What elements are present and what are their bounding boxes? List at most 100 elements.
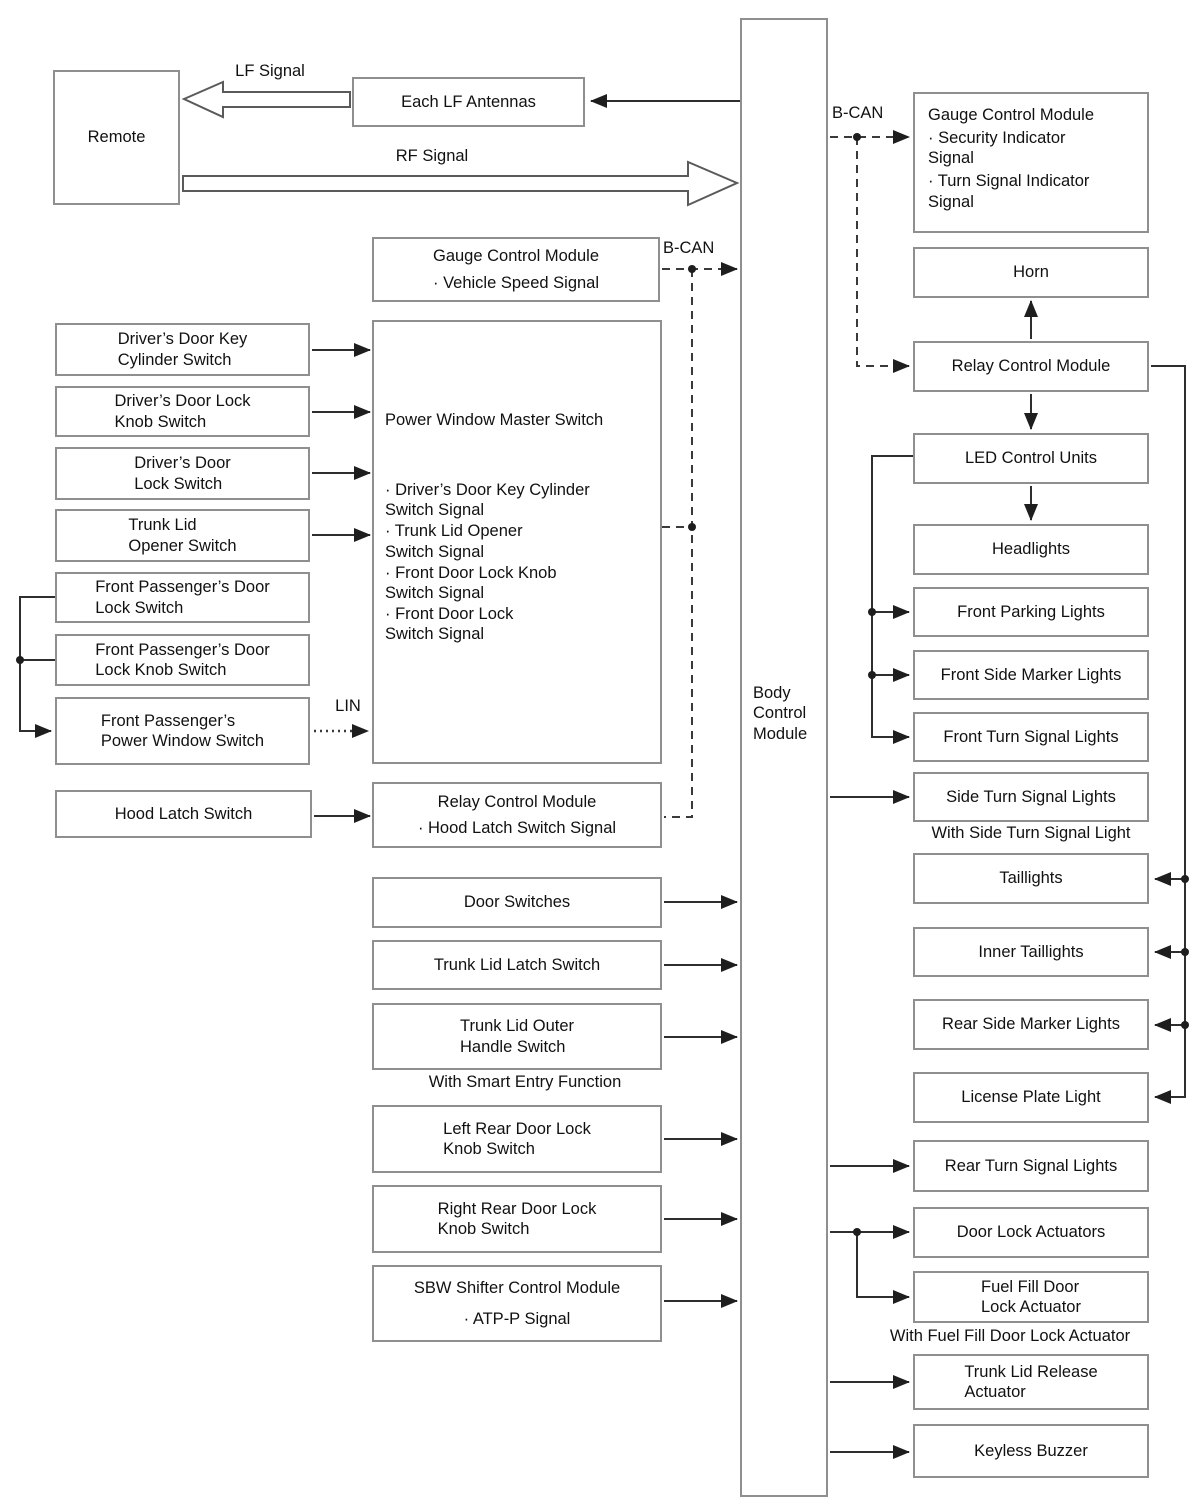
relay-control-module-hood-box: Relay Control Module · Hood Latch Switch… [372, 782, 662, 848]
wire-bcan-right-vertical [856, 137, 910, 373]
rear-turn-signal-lights-label: Rear Turn Signal Lights [944, 1156, 1118, 1175]
front-passenger-door-lock-switch-box: Front Passenger’s Door Lock Switch [55, 572, 310, 623]
led-control-units-label: LED Control Units [964, 449, 1098, 468]
fuel-fill-door-lock-actuator-box: Fuel Fill Door Lock Actuator [913, 1271, 1149, 1323]
wire-bcan-mid-vertical [664, 269, 693, 818]
front-turn-signal-lights-label: Front Turn Signal Lights [943, 727, 1119, 746]
driver-door-lock-knob-switch-box: Driver’s Door Lock Knob Switch [55, 386, 310, 437]
taillights-label: Taillights [999, 869, 1063, 888]
headlights-box: Headlights [913, 524, 1149, 575]
wire-rear-rail [1151, 365, 1186, 1104]
front-turn-signal-lights-box: Front Turn Signal Lights [913, 712, 1149, 762]
gauge-indicators-bullet-2: · Turn Signal Indicator Signal [928, 172, 1090, 211]
trunk-lid-opener-switch-label: Trunk Lid Opener Switch [128, 516, 237, 555]
b-can-mid-label: B-CAN [663, 239, 715, 257]
pwms-bullet-4: · Front Door Lock Switch Signal [385, 604, 514, 643]
each-lf-antennas-label: Each LF Antennas [401, 92, 536, 111]
sbw-shifter-title: SBW Shifter Control Module [413, 1279, 621, 1298]
trunk-lid-release-actuator-label: Trunk Lid Release Actuator [964, 1362, 1098, 1401]
license-plate-light-box: License Plate Light [913, 1072, 1149, 1123]
each-lf-antennas-box: Each LF Antennas [352, 77, 585, 127]
inner-taillights-label: Inner Taillights [978, 942, 1084, 961]
keyless-buzzer-box: Keyless Buzzer [913, 1424, 1149, 1478]
gauge-control-module-speed-box: Gauge Control Module · Vehicle Speed Sig… [372, 237, 660, 302]
keyless-buzzer-label: Keyless Buzzer [974, 1441, 1088, 1460]
fuel-fill-caption: With Fuel Fill Door Lock Actuator [889, 1327, 1131, 1345]
gauge-speed-title: Gauge Control Module [432, 247, 599, 266]
trunk-lid-latch-switch-box: Trunk Lid Latch Switch [372, 940, 662, 990]
right-rear-door-lock-knob-switch-label: Right Rear Door Lock Knob Switch [437, 1199, 597, 1238]
pwms-bullet-3: · Front Door Lock Knob Switch Signal [385, 563, 557, 602]
relay-hood-bullet: · Hood Latch Switch Signal [417, 819, 617, 837]
left-rear-door-lock-knob-switch-box: Left Rear Door Lock Knob Switch [372, 1105, 662, 1173]
front-side-marker-lights-label: Front Side Marker Lights [940, 665, 1122, 684]
remote-label: Remote [87, 128, 146, 147]
hood-latch-switch-box: Hood Latch Switch [55, 790, 312, 838]
pwms-bullet-2: · Trunk Lid Opener Switch Signal [385, 522, 523, 561]
taillights-box: Taillights [913, 853, 1149, 904]
body-control-module-box: Body Control Module [740, 18, 828, 1497]
driver-door-lock-switch-box: Driver’s Door Lock Switch [55, 447, 310, 500]
wire-fuel-branch [856, 1232, 910, 1304]
side-turn-caption: With Side Turn Signal Light [931, 824, 1131, 842]
body-control-module-label: Body Control Module [753, 684, 808, 743]
led-control-units-box: LED Control Units [913, 433, 1149, 484]
trunk-lid-latch-switch-label: Trunk Lid Latch Switch [433, 955, 601, 974]
relay-control-module-box: Relay Control Module [913, 341, 1149, 392]
front-parking-lights-box: Front Parking Lights [913, 587, 1149, 637]
relay-hood-title: Relay Control Module [437, 792, 597, 811]
b-can-right-label: B-CAN [832, 104, 884, 122]
side-turn-signal-lights-box: Side Turn Signal Lights [913, 772, 1149, 822]
rear-side-marker-lights-box: Rear Side Marker Lights [913, 999, 1149, 1050]
horn-label: Horn [1013, 263, 1049, 282]
pwms-title: Power Window Master Switch [385, 411, 604, 429]
driver-door-lock-knob-switch-label: Driver’s Door Lock Knob Switch [114, 392, 251, 431]
hood-latch-switch-label: Hood Latch Switch [114, 804, 253, 823]
trunk-lid-outer-handle-switch-label: Trunk Lid Outer Handle Switch [459, 1017, 575, 1056]
lf-signal-arrow [181, 80, 351, 119]
rf-signal-label: RF Signal [395, 147, 469, 165]
door-lock-actuators-label: Door Lock Actuators [956, 1223, 1106, 1242]
power-window-master-switch-box: Power Window Master Switch · Driver’s Do… [372, 320, 662, 764]
left-rear-door-lock-knob-switch-label: Left Rear Door Lock Knob Switch [443, 1119, 591, 1158]
front-passenger-door-lock-knob-switch-box: Front Passenger’s Door Lock Knob Switch [55, 634, 310, 686]
lin-label: LIN [335, 697, 361, 715]
gauge-indicators-title: Gauge Control Module [928, 106, 1095, 124]
front-passenger-power-window-switch-box: Front Passenger’s Power Window Switch [55, 697, 310, 765]
rf-signal-arrow [182, 160, 740, 207]
horn-box: Horn [913, 247, 1149, 298]
right-rear-door-lock-knob-switch-box: Right Rear Door Lock Knob Switch [372, 1185, 662, 1253]
pwms-bullet-1: · Driver’s Door Key Cylinder Switch Sign… [385, 481, 590, 520]
rear-side-marker-lights-label: Rear Side Marker Lights [942, 1015, 1120, 1034]
relay-control-module-label: Relay Control Module [951, 357, 1111, 376]
front-passenger-power-window-switch-label: Front Passenger’s Power Window Switch [100, 711, 265, 750]
remote-box: Remote [53, 70, 180, 205]
driver-door-key-cylinder-switch-box: Driver’s Door Key Cylinder Switch [55, 323, 310, 376]
gauge-speed-bullet: · Vehicle Speed Signal [432, 273, 600, 292]
front-side-marker-lights-box: Front Side Marker Lights [913, 650, 1149, 700]
driver-door-key-cylinder-switch-label: Driver’s Door Key Cylinder Switch [117, 330, 248, 369]
fuel-fill-door-lock-actuator-label: Fuel Fill Door Lock Actuator [981, 1277, 1081, 1316]
rear-turn-signal-lights-box: Rear Turn Signal Lights [913, 1140, 1149, 1192]
door-lock-actuators-box: Door Lock Actuators [913, 1207, 1149, 1258]
headlights-label: Headlights [992, 540, 1070, 559]
wire-led-rail [871, 455, 913, 744]
inner-taillights-box: Inner Taillights [913, 927, 1149, 977]
front-parking-lights-label: Front Parking Lights [957, 602, 1105, 621]
trunk-lid-outer-handle-switch-box: Trunk Lid Outer Handle Switch [372, 1003, 662, 1070]
trunk-lid-release-actuator-box: Trunk Lid Release Actuator [913, 1354, 1149, 1410]
driver-door-lock-switch-label: Driver’s Door Lock Switch [134, 454, 231, 493]
smart-entry-caption: With Smart Entry Function [428, 1073, 622, 1091]
sbw-shifter-bullet: · ATP-P Signal [463, 1309, 571, 1328]
wire-fp-rail [19, 596, 57, 738]
license-plate-light-label: License Plate Light [961, 1088, 1101, 1107]
side-turn-signal-lights-label: Side Turn Signal Lights [946, 787, 1116, 806]
gauge-control-module-indicators-box: Gauge Control Module · Security Indicato… [913, 92, 1149, 233]
trunk-lid-opener-switch-box: Trunk Lid Opener Switch [55, 509, 310, 562]
sbw-shifter-control-module-box: SBW Shifter Control Module · ATP-P Signa… [372, 1265, 662, 1342]
front-passenger-door-lock-knob-switch-label: Front Passenger’s Door Lock Knob Switch [95, 640, 270, 679]
lf-signal-label: LF Signal [235, 62, 305, 80]
front-passenger-door-lock-switch-label: Front Passenger’s Door Lock Switch [95, 578, 270, 617]
